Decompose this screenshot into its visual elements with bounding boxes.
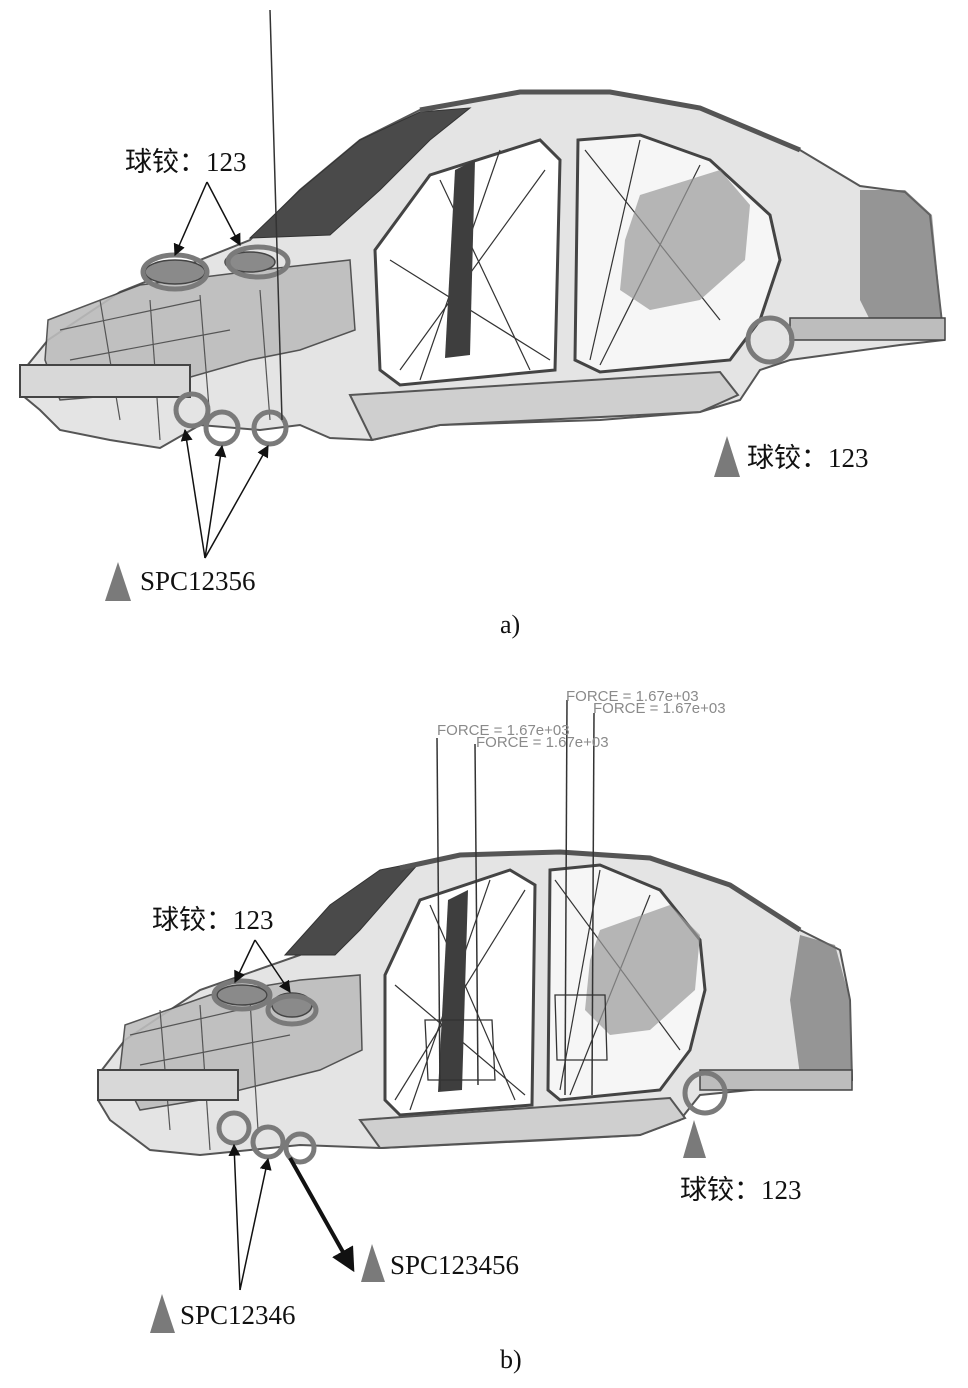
spc-triangle-a <box>105 562 131 601</box>
load-frame-b-1 <box>424 1019 496 1081</box>
force-lines-b <box>436 699 595 1096</box>
force-line-b-3 <box>564 699 568 1096</box>
force-line-b-4 <box>591 712 595 1096</box>
force-line-b-1 <box>436 737 441 1091</box>
force-label-b-2: FORCE = 1.67e+03 <box>476 734 609 751</box>
car-body-a <box>19 89 946 450</box>
spc-circle-b-3 <box>283 1131 317 1165</box>
leader-spc-b-1 <box>228 1143 241 1291</box>
leader-ball-a-2 <box>206 181 241 247</box>
label-ball-joint-front-a: 球铰：123 <box>125 147 247 177</box>
force-line-a <box>269 9 283 421</box>
rear-bar-a <box>789 317 946 341</box>
rear-interior-a <box>620 170 750 310</box>
b-pillar-b <box>438 890 468 1092</box>
leader-ball-b-1 <box>234 939 256 984</box>
spc-circle-a-2 <box>203 409 241 447</box>
strut-tower-a-2 <box>224 251 276 273</box>
leader-spc-b-2 <box>239 1157 272 1291</box>
label-spc-a: SPC12356 <box>140 566 256 596</box>
spc-circle-b-1 <box>216 1110 252 1146</box>
leader-spc-a-3 <box>204 444 269 559</box>
force-line-b-2 <box>474 743 479 1086</box>
spc-circle-b-2 <box>250 1124 286 1160</box>
roof-rail-a <box>419 89 801 153</box>
leader-ball-a-1 <box>173 181 208 257</box>
force-label-b-3: FORCE = 1.67e+03 <box>566 688 699 705</box>
ball-joint-circle-a-rear <box>745 315 795 365</box>
leader-arrows-b <box>228 939 291 1291</box>
spc-triangle-b-2 <box>361 1244 385 1282</box>
leader-ball-b-2 <box>254 939 291 993</box>
ball-joint-circle-b-2 <box>265 993 319 1027</box>
leader-spc-a-2 <box>204 444 227 559</box>
caption-b: b) <box>500 1345 522 1374</box>
front-bumper-b <box>97 1069 239 1101</box>
rear-end-a <box>860 190 944 340</box>
ball-joint-circle-b-rear <box>682 1070 728 1116</box>
b-pillar-a <box>445 160 475 358</box>
spc-circle-a-3 <box>251 409 289 447</box>
roof-panel-a <box>248 107 472 239</box>
leader-spc-a-1 <box>180 428 206 559</box>
label-ball-joint-front-b: 球铰：123 <box>152 905 274 935</box>
rear-interior-b <box>585 905 700 1035</box>
strut-tower-a <box>144 259 206 285</box>
roof-rail-b <box>399 849 802 933</box>
force-label-b-4: FORCE = 1.67e+03 <box>593 700 726 717</box>
strut-tower-b <box>216 984 268 1006</box>
rear-bar-b <box>699 1069 853 1091</box>
load-frame-b-2 <box>554 994 608 1061</box>
force-label-b-1: FORCE = 1.67e+03 <box>437 722 570 739</box>
ball-rear-triangle-b <box>683 1120 706 1158</box>
rear-end-b <box>790 935 852 1075</box>
side-sill-b <box>358 1096 687 1150</box>
side-sill-a <box>348 370 740 442</box>
label-spc-b-2: SPC123456 <box>390 1250 520 1280</box>
spc-triangle-b-1 <box>150 1294 175 1333</box>
leader-arrows-a <box>173 181 269 559</box>
ball-joint-circle-a-2 <box>225 244 291 280</box>
roof-panel-b <box>283 861 422 956</box>
label-ball-joint-rear-a: 球铰：123 <box>747 443 869 473</box>
front-bumper-a <box>19 364 191 398</box>
leader-spc-b-bold <box>288 1157 355 1273</box>
caption-a: a) <box>500 610 521 639</box>
label-spc-b-1: SPC12346 <box>180 1300 296 1330</box>
ball-rear-triangle-a <box>714 436 740 477</box>
spc-circle-a-1 <box>173 391 211 429</box>
load-frames-b <box>424 994 608 1081</box>
constraint-circles-a <box>140 244 795 447</box>
label-ball-joint-rear-b: 球铰：123 <box>680 1175 802 1205</box>
